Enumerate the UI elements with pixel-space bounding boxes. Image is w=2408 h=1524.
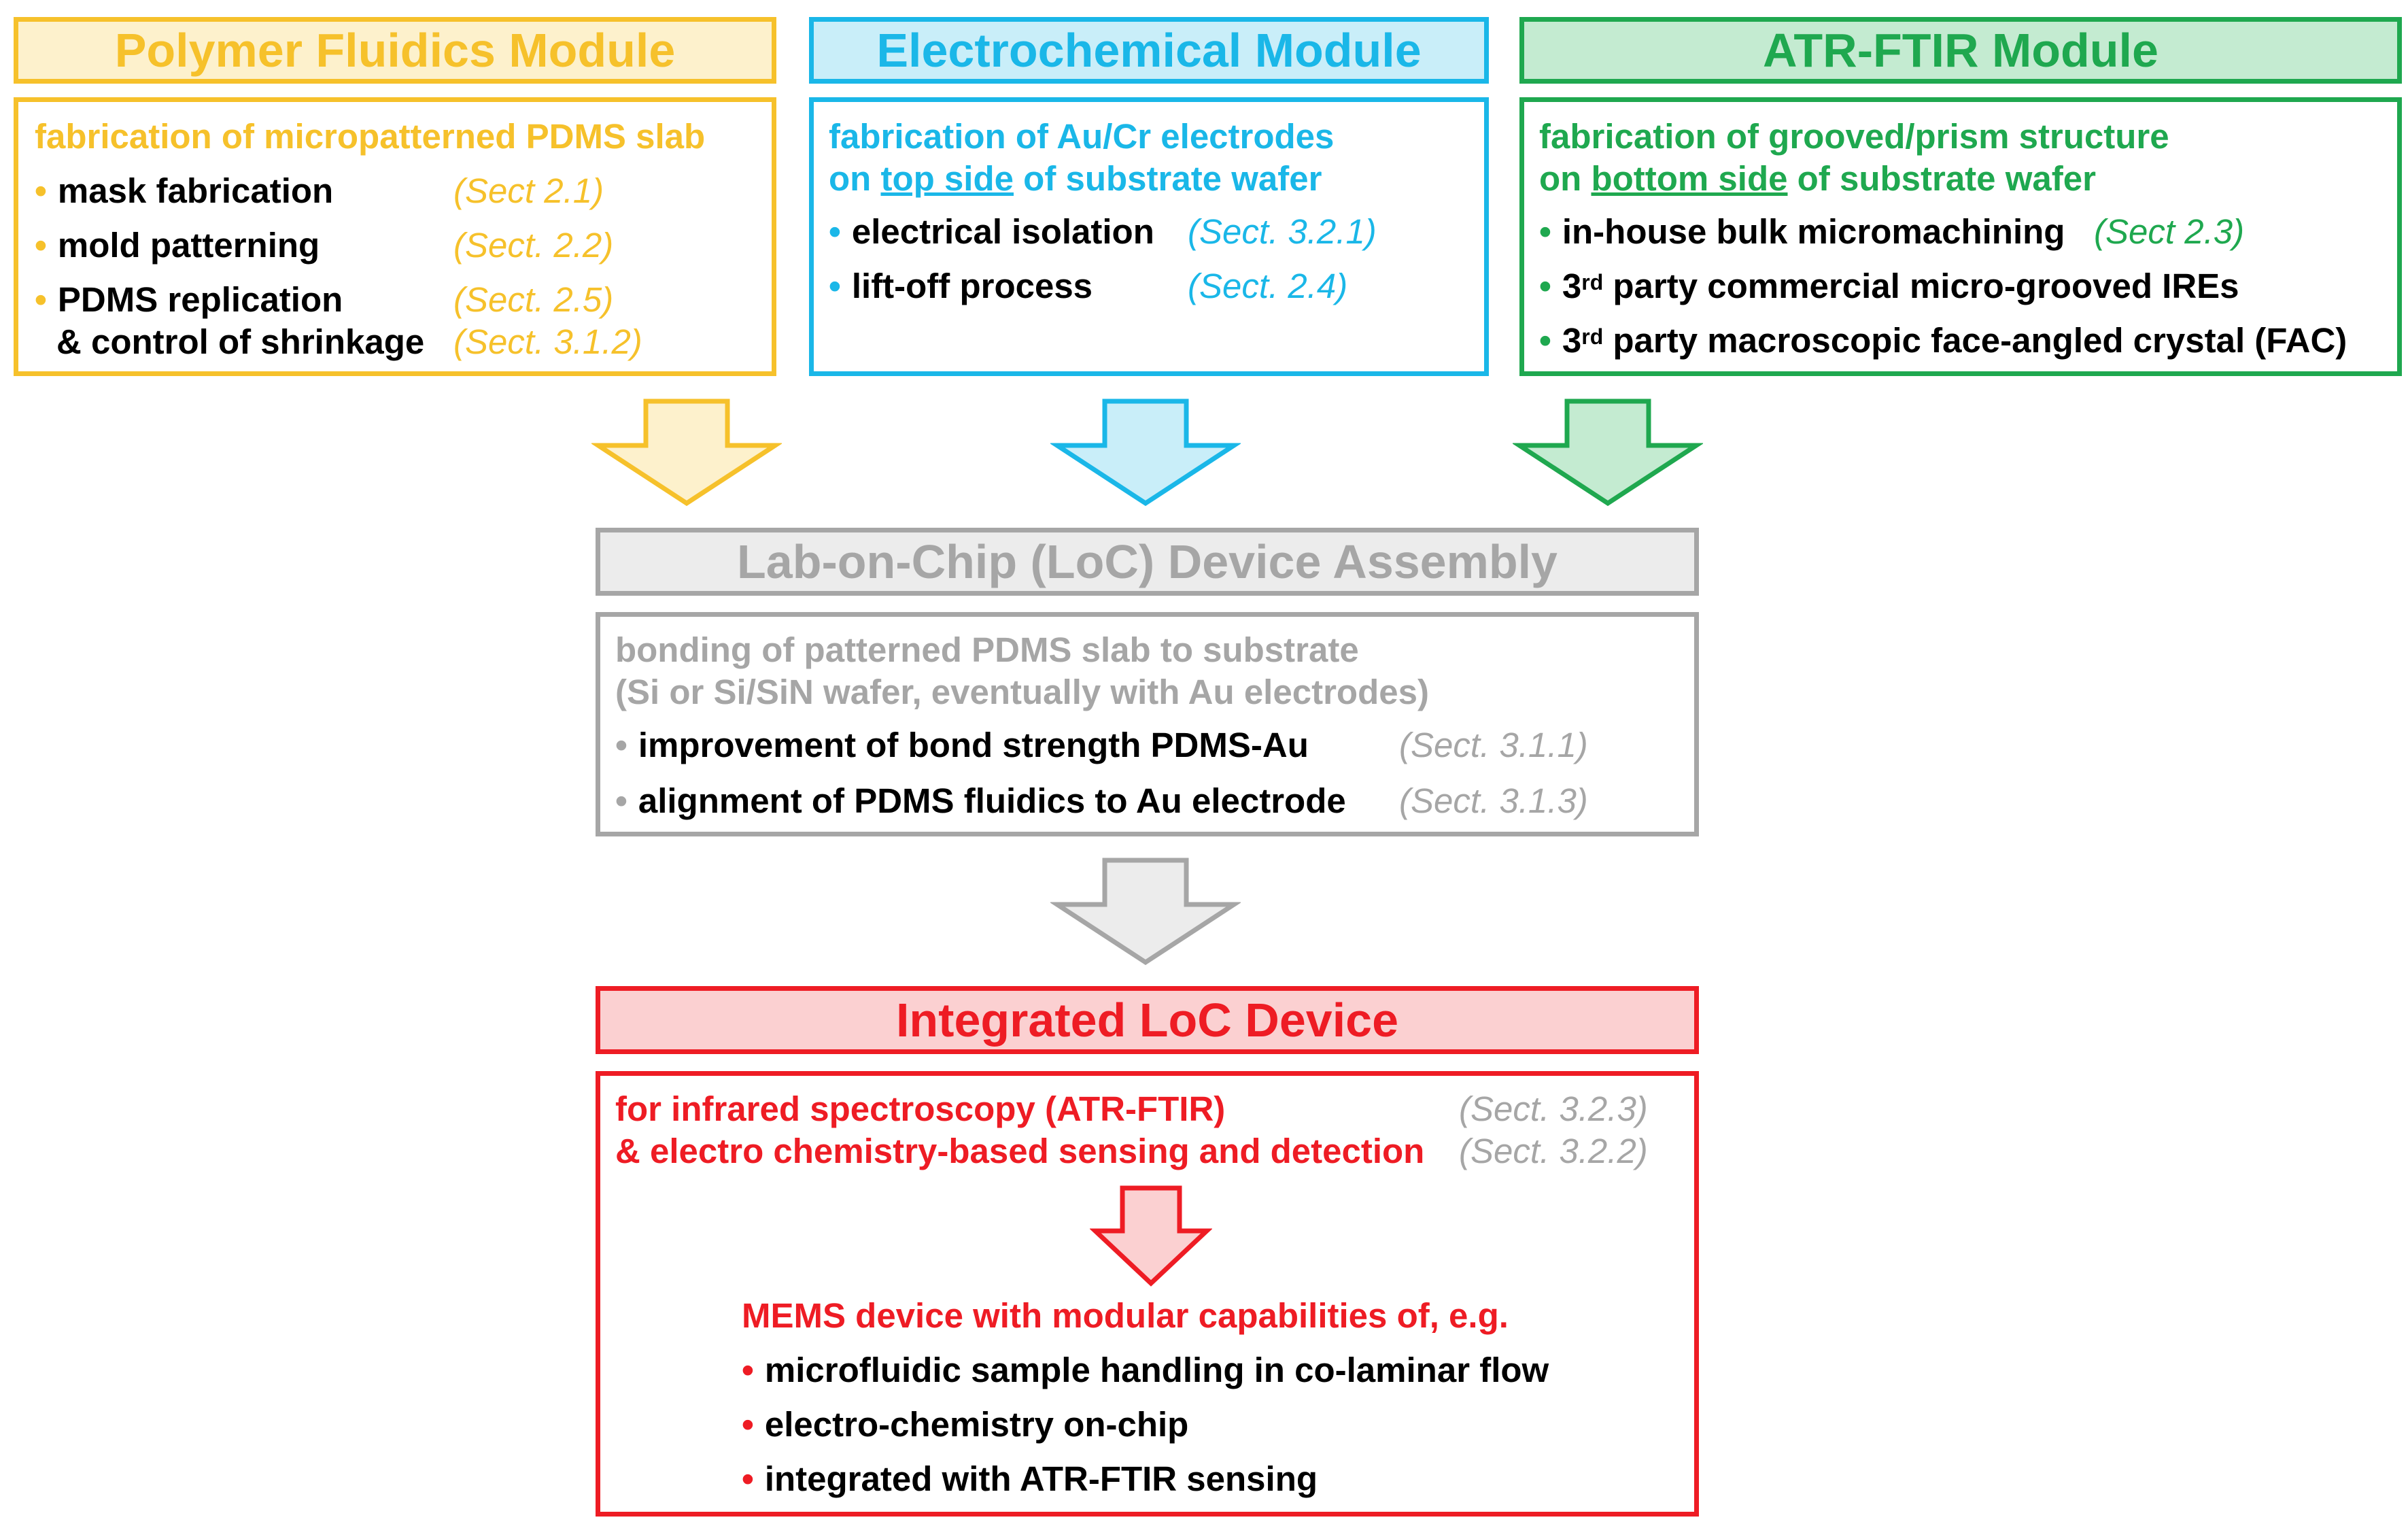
list-item: • lift-off process [829, 265, 1093, 307]
section-ref: (Sect. 2.5) [453, 280, 614, 319]
bullet: • [615, 726, 627, 764]
item-sup: rd [1581, 270, 1604, 294]
subtitle-text: on [1539, 159, 1592, 198]
list-item: & control of shrinkage [56, 321, 424, 363]
item-sup: rd [1581, 324, 1604, 349]
bullet: • [742, 1459, 754, 1498]
list-item: • 3rd party commercial micro-grooved IREs [1539, 265, 2239, 307]
blue-down-arrow-icon [1050, 399, 1241, 507]
polymer-module-header: Polymer Fluidics Module [14, 17, 776, 84]
item-text: electrical isolation [851, 212, 1154, 251]
red-down-arrow-icon [1090, 1185, 1212, 1287]
integrated-title: Integrated LoC Device [895, 994, 1399, 1047]
section-ref: (Sect. 2.4) [1188, 267, 1348, 305]
bullet: • [35, 171, 47, 210]
list-item: • microfluidic sample handling in co-lami… [742, 1349, 1549, 1391]
item-text: & control of shrinkage [56, 322, 425, 361]
bullet: • [829, 212, 841, 251]
item-text: lift-off process [851, 267, 1093, 305]
item-text: improvement of bond strength PDMS-Au [638, 726, 1309, 764]
item-text: in-house bulk micromachining [1562, 212, 2065, 251]
subtitle-text: of substrate wafer [1014, 159, 1322, 198]
item-text: mask fabrication [57, 171, 334, 210]
subtitle-text: of substrate wafer [1787, 159, 2096, 198]
section-ref: (Sect. 3.2.3) [1459, 1089, 1648, 1128]
item-num: 3 [1562, 267, 1582, 305]
bullet: • [829, 267, 841, 305]
item-num: 3 [1562, 321, 1582, 360]
electro-subtitle-line2: on top side of substrate wafer [829, 158, 1322, 200]
item-text: mold patterning [57, 226, 320, 265]
item-text: alignment of PDMS fluidics to Au electro… [638, 781, 1346, 820]
polymer-subtitle: fabrication of micropatterned PDMS slab [35, 117, 706, 156]
assembly-line2: (Si or Si/SiN wafer, eventually with Au … [615, 673, 1429, 711]
item-text: party macroscopic face-angled crystal (F… [1603, 321, 2347, 360]
item-text: party commercial micro-grooved IREs [1603, 267, 2239, 305]
assembly-title: Lab-on-Chip (LoC) Device Assembly [737, 535, 1558, 588]
list-item: • PDMS replication [35, 279, 343, 321]
section-ref: (Sect. 3.2.1) [1188, 212, 1377, 251]
green-down-arrow-icon [1513, 399, 1703, 507]
bullet: • [742, 1351, 754, 1389]
list-item: • mask fabrication [35, 170, 333, 212]
electro-subtitle-line1: fabrication of Au/Cr electrodes [829, 117, 1335, 156]
atr-module-body: fabrication of grooved/prism structure o… [1519, 97, 2402, 376]
assembly-header: Lab-on-Chip (LoC) Device Assembly [596, 528, 1699, 596]
integrated-line2: & electro chemistry-based sensing and de… [615, 1132, 1425, 1170]
bullet: • [1539, 212, 1551, 251]
list-item: • electro-chemistry on-chip [742, 1404, 1188, 1446]
assembly-line1: bonding of patterned PDMS slab to substr… [615, 630, 1359, 669]
electro-module-title: Electrochemical Module [876, 24, 1422, 77]
bullet: • [742, 1405, 754, 1444]
section-ref: (Sect. 2.2) [453, 226, 614, 265]
section-ref: (Sect. 3.2.2) [1459, 1132, 1648, 1170]
polymer-module-title: Polymer Fluidics Module [114, 24, 676, 77]
item-text: microfluidic sample handling in co-lamin… [764, 1351, 1549, 1389]
item-text: integrated with ATR-FTIR sensing [764, 1459, 1318, 1498]
atr-module-title: ATR-FTIR Module [1763, 24, 2158, 77]
integrated-header: Integrated LoC Device [596, 986, 1699, 1054]
atr-module-header: ATR-FTIR Module [1519, 17, 2402, 84]
list-item: • electrical isolation [829, 211, 1154, 253]
list-item: • integrated with ATR-FTIR sensing [742, 1458, 1318, 1500]
bullet: • [1539, 321, 1551, 360]
list-item: • improvement of bond strength PDMS-Au [615, 724, 1309, 766]
mems-title: MEMS device with modular capabilities of… [742, 1296, 1509, 1335]
list-item: • in-house bulk micromachining [1539, 211, 2065, 253]
bullet: • [35, 280, 47, 319]
item-text: PDMS replication [57, 280, 343, 319]
subtitle-underlined: bottom side [1591, 159, 1788, 198]
bullet: • [35, 226, 47, 265]
electro-module-header: Electrochemical Module [809, 17, 1489, 84]
list-item: • 3rd party macroscopic face-angled cryst… [1539, 320, 2347, 362]
subtitle-underlined: top side [880, 159, 1014, 198]
subtitle-text: on [829, 159, 881, 198]
list-item: • alignment of PDMS fluidics to Au electr… [615, 780, 1346, 822]
section-ref: (Sect. 3.1.1) [1399, 726, 1588, 764]
yellow-down-arrow-icon [591, 399, 782, 507]
section-ref: (Sect 2.1) [453, 171, 604, 210]
atr-subtitle-line2: on bottom side of substrate wafer [1539, 158, 2096, 200]
section-ref: (Sect 2.3) [2094, 212, 2245, 251]
item-text: electro-chemistry on-chip [764, 1405, 1189, 1444]
list-item: • mold patterning [35, 224, 320, 267]
section-ref: (Sect. 3.1.3) [1399, 781, 1588, 820]
gray-down-arrow-icon [1050, 858, 1241, 966]
assembly-body: bonding of patterned PDMS slab to substr… [596, 612, 1699, 836]
bullet: • [1539, 267, 1551, 305]
electro-module-body: fabrication of Au/Cr electrodes on top s… [809, 97, 1489, 376]
integrated-body: for infrared spectroscopy (ATR-FTIR) (Se… [596, 1071, 1699, 1517]
atr-subtitle-line1: fabrication of grooved/prism structure [1539, 117, 2169, 156]
polymer-module-body: fabrication of micropatterned PDMS slab … [14, 97, 776, 376]
section-ref: (Sect. 3.1.2) [453, 322, 642, 361]
integrated-line1: for infrared spectroscopy (ATR-FTIR) [615, 1089, 1226, 1128]
bullet: • [615, 781, 627, 820]
